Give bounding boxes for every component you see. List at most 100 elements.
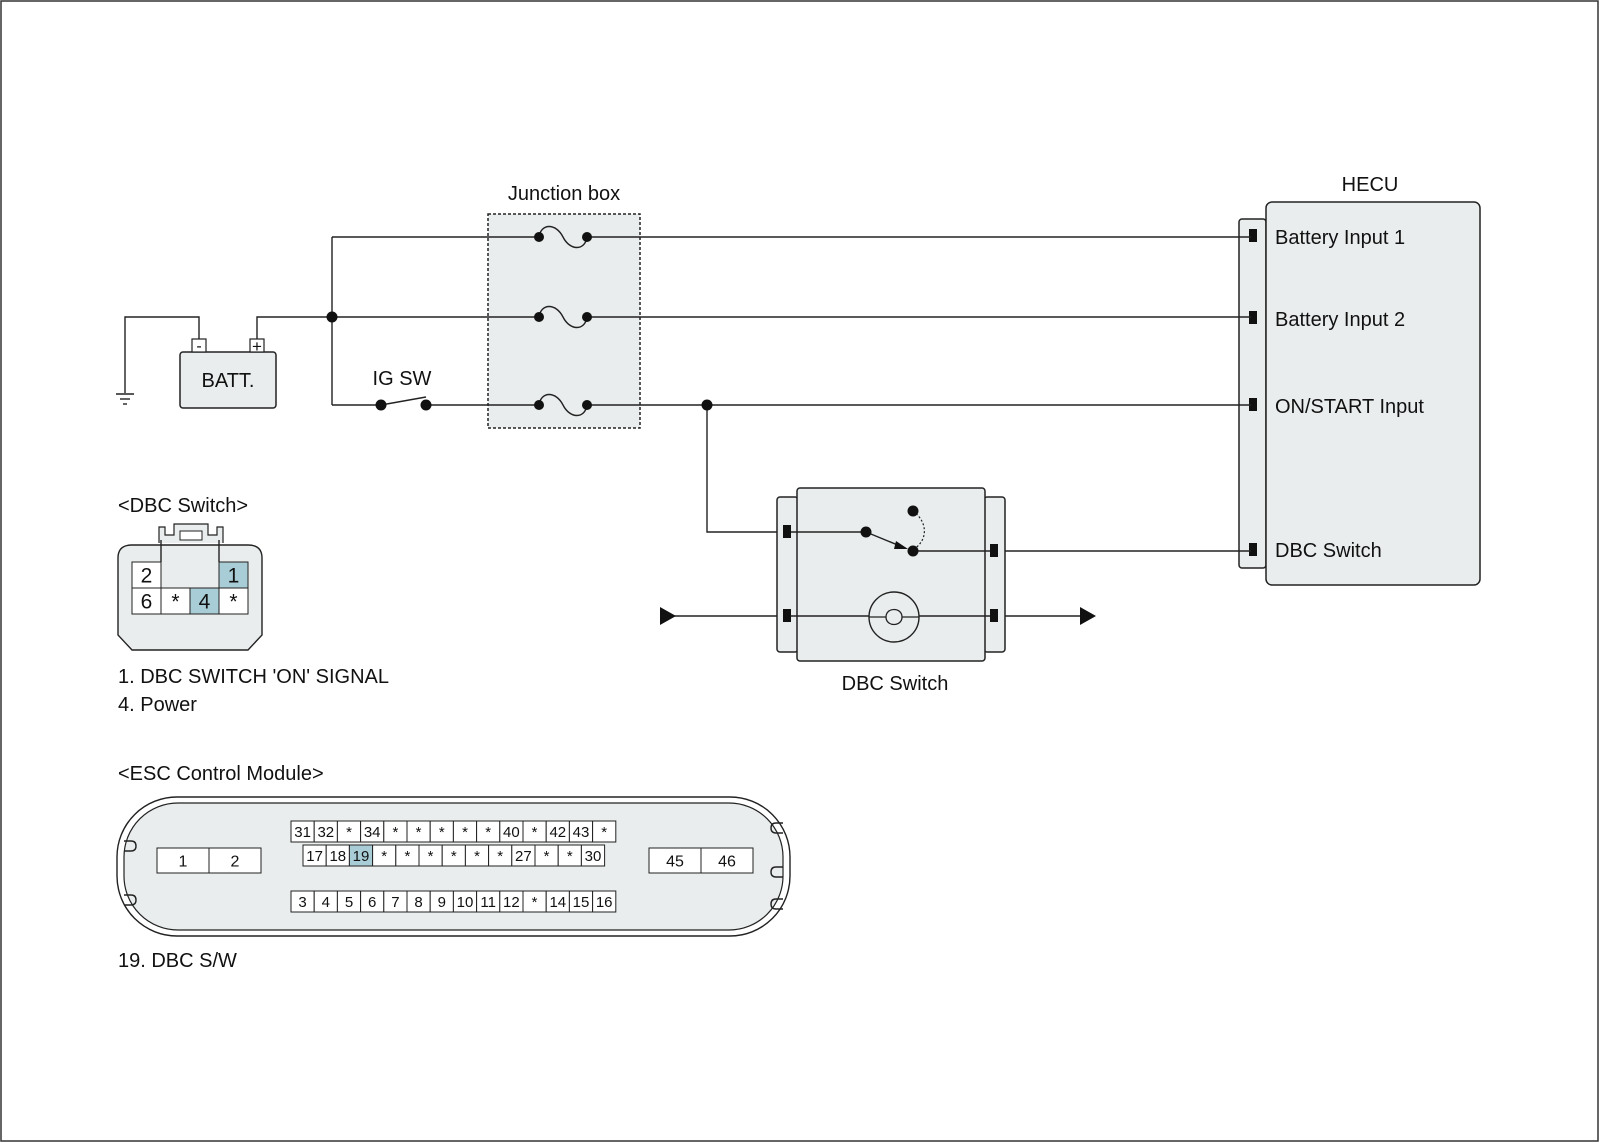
esc-pin-r1-6-label: * [439, 824, 445, 841]
esc-pin-r2-12-cell [580, 844, 606, 867]
hecu-module: HECU Battery Input 1 Battery Input 2 ON/… [1238, 174, 1481, 586]
fuse-1-out-dot [582, 232, 592, 242]
fuse-2-in-dot [534, 312, 544, 322]
esc-pin-r3-6-label: 9 [438, 894, 446, 911]
battery-body [179, 351, 277, 409]
dbc-switch-dot-top [907, 505, 919, 517]
ig-sw-label: IG SW [373, 368, 432, 390]
wires [116, 236, 1251, 625]
dbc-note-4: 4. Power [118, 694, 197, 716]
ig-sw-dot-left [375, 399, 387, 411]
fuse-1 [538, 225, 588, 249]
hecu-label: HECU [1342, 174, 1399, 196]
hecu-body [1265, 201, 1481, 586]
dbc-latch-columns [160, 540, 220, 562]
esc-notch-left-2 [124, 894, 137, 906]
arrow-illum-in [660, 607, 676, 625]
dbc-module-body [796, 487, 986, 662]
esc-pin-left-1-cell [208, 847, 262, 874]
esc-pin-r3-9-label: 12 [503, 894, 520, 911]
dbc-connector-latch-inner [179, 530, 203, 541]
dbc-pin-left-bottom [783, 609, 791, 622]
dbc-pin-bottom-1-label: * [171, 591, 179, 614]
dbc-pin-bottom-2-cell [189, 587, 220, 615]
hecu-pin-battery-1 [1249, 229, 1257, 242]
esc-pin-r1-9-label: 40 [503, 824, 520, 841]
esc-pin-r3-7-label: 10 [457, 894, 474, 911]
esc-pin-r2-0-label: 17 [306, 848, 323, 865]
esc-pin-r3-11-label: 14 [549, 894, 566, 911]
on-start-input-label: ON/START Input [1275, 396, 1424, 418]
dbc-pin-bottom-3-label: * [229, 591, 237, 614]
esc-pin-r3-0-label: 3 [298, 894, 306, 911]
junction-box-label: Junction box [508, 183, 620, 205]
esc-pin-r2-5-label: * [428, 848, 434, 865]
esc-pin-r2-6-label: * [451, 848, 457, 865]
bus-junction-dot [326, 311, 338, 323]
esc-pin-r3-13-label: 16 [596, 894, 613, 911]
dbc-pin-top-3-label: 1 [228, 565, 240, 588]
esc-module-title: <ESC Control Module> [118, 763, 324, 785]
esc-pin-r2-10-label: * [544, 848, 550, 865]
esc-pin-left-0-cell [156, 847, 210, 874]
fuses [534, 225, 592, 417]
dbc-pin-left-top [783, 525, 791, 538]
battery-label: BATT. [202, 370, 255, 392]
esc-pin-r1-11-label: 42 [549, 824, 566, 841]
fuse-3-out-dot [582, 400, 592, 410]
dbc-pin-right-top [990, 544, 998, 557]
ig-sw-dot-right [420, 399, 432, 411]
dbc-pin-top-3-cell [218, 561, 249, 589]
fuse-3 [538, 393, 588, 417]
battery: - + BATT. [179, 337, 277, 409]
esc-pin-r3-5-label: 8 [414, 894, 422, 911]
esc-pin-r3-1-label: 4 [322, 894, 330, 911]
esc-pin-r1-12-label: 43 [573, 824, 590, 841]
esc-pin-right-1-cell [700, 847, 754, 874]
esc-pin-r2-12-label: 30 [585, 848, 602, 865]
dbc-switch-blade-tip [894, 541, 908, 549]
esc-pin-r1-7-label: * [462, 824, 468, 841]
battery-positive-wire [256, 316, 332, 340]
esc-pin-r2-9-label: 27 [515, 848, 532, 865]
dbc-switch-dot-output [907, 545, 919, 557]
arrow-illum-out [1080, 607, 1096, 625]
battery-input-2-label: Battery Input 2 [1275, 309, 1405, 331]
esc-pin-r3-4-label: 7 [391, 894, 399, 911]
dbc-module-left-connector [776, 496, 799, 653]
battery-minus-terminal [191, 338, 207, 353]
esc-pin-r2-1-label: 18 [329, 848, 346, 865]
on-start-junction-dot [701, 399, 713, 411]
dbc-module-right-connector [983, 496, 1006, 653]
dbc-switch-module: DBC Switch [776, 487, 1006, 695]
dbc-pin-bottom-2-label: 4 [199, 591, 211, 614]
esc-pin-r3-2-label: 5 [345, 894, 353, 911]
dbc-pin-bottom-3-cell [218, 587, 249, 615]
esc-pin-r1-8-label: * [485, 824, 491, 841]
dbc-pin-right-bottom [990, 609, 998, 622]
esc-pin-r3-8-label: 11 [480, 894, 496, 911]
ground-wire [124, 316, 200, 393]
esc-pin-r1-0-label: 31 [294, 824, 311, 841]
esc-pin-r2-4-label: * [404, 848, 410, 865]
esc-pin-r1-4-label: * [392, 824, 398, 841]
dbc-lamp-filament-icon [869, 608, 919, 626]
dbc-note-1: 1. DBC SWITCH 'ON' SIGNAL [118, 666, 389, 688]
esc-pin-r2-8-label: * [497, 848, 503, 865]
dbc-switch-dot-input [860, 526, 872, 538]
esc-pin-r1-5-label: * [416, 824, 422, 841]
esc-pin-r1-10-label: * [532, 824, 538, 841]
esc-pin-r1-3-label: 34 [364, 824, 381, 841]
esc-pin-r2-2-label: 19 [353, 848, 370, 865]
esc-notch-right [770, 822, 783, 834]
dbc-switch-module-label: DBC Switch [842, 673, 949, 695]
wire-dbc-power [706, 405, 786, 533]
dbc-pin-top-0-label: 2 [141, 565, 153, 588]
dbc-pin-bottom-1-cell [160, 587, 191, 615]
battery-plus-label: + [252, 337, 262, 356]
battery-minus-label: - [196, 338, 201, 355]
fuse-1-in-dot [534, 232, 544, 242]
